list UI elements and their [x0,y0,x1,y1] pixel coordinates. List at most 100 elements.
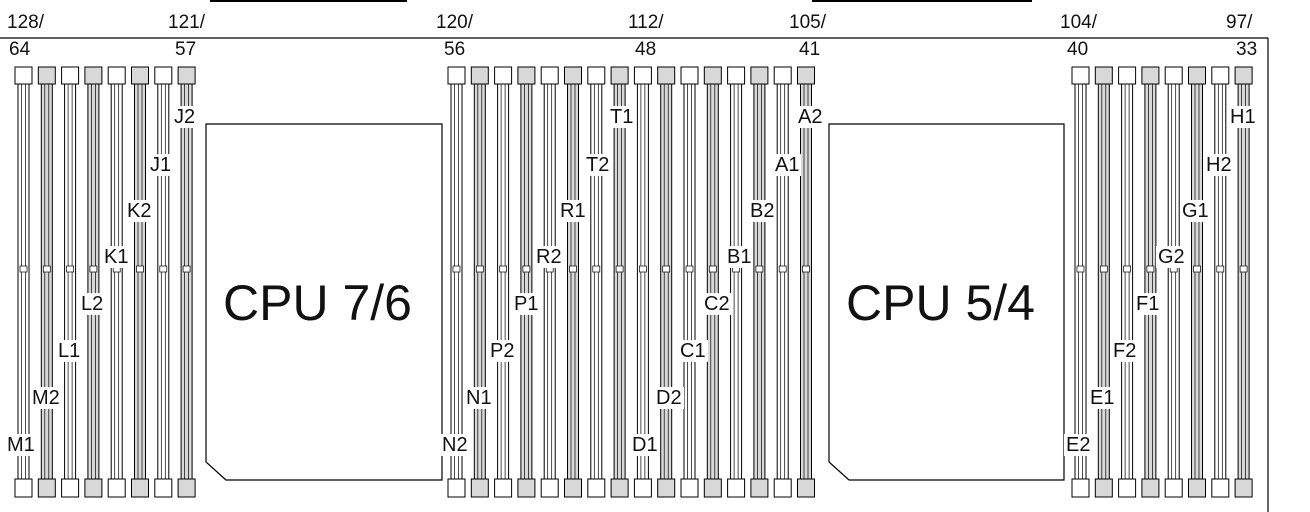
dimm-latch-bottom-center-2 [470,478,489,498]
slot-number-top-1: 128/ [7,12,44,33]
dimm-latch-top-center-14 [750,66,769,85]
dimm-slot-center-15 [776,83,789,480]
dimm-latch-top-left-2 [37,66,56,85]
slot-number-top-2: 121/ [168,12,205,33]
dimm-key-center-6 [569,265,577,273]
dimm-latch-top-center-6 [564,66,582,85]
dimm-slot-left-8 [180,83,193,480]
dimm-latch-top-center-13 [727,66,746,85]
dimm-slot-center-13 [730,83,743,480]
dimm-label-r1: R1 [558,200,588,222]
dimm-slot-center-5 [543,83,556,480]
dimm-latch-top-center-4 [517,66,536,85]
dimm-slot-left-1 [17,83,30,480]
dimm-latch-bottom-right-2 [1094,478,1113,498]
slot-number-top-3: 120/ [436,12,473,33]
dimm-key-center-1 [452,265,461,273]
dimm-key-left-8 [182,265,191,273]
dimm-latch-bottom-center-4 [517,478,536,498]
dimm-latch-top-right-1 [1071,66,1090,85]
dimm-key-left-7 [159,265,168,273]
dimm-label-k2: K2 [125,200,154,222]
dimm-slot-center-16 [800,83,812,480]
dimm-label-k1: K1 [102,246,131,268]
dimm-label-e2: E2 [1064,434,1093,456]
dimm-latch-bottom-center-8 [610,478,629,498]
dimm-latch-bottom-left-1 [14,478,33,498]
dimm-key-center-4 [522,265,531,273]
dimm-latch-top-center-11 [680,66,699,85]
dimm-slot-left-3 [64,83,77,480]
dimm-slot-center-7 [590,83,603,480]
dimm-latch-bottom-left-8 [177,478,196,498]
dimm-key-center-2 [475,265,484,273]
dimm-slot-center-1 [450,83,463,480]
dimm-key-left-3 [66,265,74,273]
slot-number-bottom-7: 33 [1236,39,1258,60]
dimm-slot-right-2 [1097,83,1110,480]
dimm-label-l1: L1 [56,340,83,362]
dimm-slot-left-4 [87,83,100,480]
dimm-slot-right-5 [1167,83,1180,480]
dimm-latch-bottom-center-16 [797,478,815,498]
dimm-slot-center-6 [567,83,579,480]
dimm-slot-center-12 [706,83,719,480]
dimm-key-center-9 [639,265,647,273]
slot-number-bottom-1: 64 [9,39,31,60]
dimm-latch-bottom-center-13 [727,478,746,498]
cpu-label-1: CPU 7/6 [223,275,412,331]
dimm-slot-right-6 [1191,83,1203,480]
dimm-key-center-8 [615,265,624,273]
dimm-label-j2: J2 [172,106,198,128]
slot-number-bottom-2: 57 [175,39,197,60]
dimm-latch-bottom-center-6 [564,478,582,498]
dimm-slot-center-11 [683,83,696,480]
dimm-slot-center-4 [520,83,533,480]
dimm-slot-center-3 [497,83,510,480]
dimm-key-right-1 [1076,265,1085,273]
dimm-latch-top-center-12 [703,66,722,85]
dimm-latch-bottom-right-7 [1211,478,1230,498]
dimm-slot-left-5 [110,83,123,480]
dimm-slot-left-6 [134,83,146,480]
dimm-label-c2: C2 [702,293,732,315]
dimm-key-center-7 [592,265,601,273]
dimm-key-center-11 [685,265,694,273]
dimm-label-m1: M1 [5,434,37,456]
dimm-latch-top-right-6 [1188,66,1206,85]
dimm-slot-right-3 [1121,83,1134,480]
dimm-key-right-3 [1123,265,1131,273]
dimm-label-f1: F1 [1134,293,1162,315]
dimm-latch-top-center-5 [540,66,559,85]
dimm-key-left-2 [42,265,51,273]
dimm-label-g2: G2 [1156,246,1187,268]
dimm-label-p2: P2 [488,340,517,362]
dimm-latch-bottom-right-3 [1118,478,1137,498]
dimm-latch-bottom-center-1 [447,478,466,498]
dimm-latch-top-left-8 [177,66,196,85]
dimm-label-a2: A2 [796,106,825,128]
dimm-latch-top-right-8 [1234,66,1253,85]
dimm-latch-bottom-right-6 [1188,478,1206,498]
dimm-key-center-3 [499,265,507,273]
dimm-label-d1: D1 [630,434,660,456]
dimm-label-e1: E1 [1088,387,1117,409]
dimm-latch-top-right-7 [1211,66,1230,85]
dimm-latch-top-right-3 [1118,66,1137,85]
dimm-slot-right-4 [1144,83,1157,480]
dimm-latch-top-left-7 [154,66,173,85]
dimm-latch-bottom-center-7 [587,478,606,498]
dimm-label-h1: H1 [1228,106,1258,128]
dimm-latch-top-left-1 [14,66,33,85]
dimm-slot-center-2 [473,83,486,480]
dimm-latch-bottom-center-3 [494,478,513,498]
dimm-key-center-12 [708,265,717,273]
slot-number-bottom-6: 40 [1067,39,1089,60]
dimm-latch-top-center-3 [494,66,513,85]
slot-number-bottom-3: 56 [444,39,466,60]
dimm-latch-bottom-center-9 [633,478,652,498]
dimm-latch-top-right-5 [1164,66,1183,85]
dimm-latch-bottom-left-3 [61,478,80,498]
